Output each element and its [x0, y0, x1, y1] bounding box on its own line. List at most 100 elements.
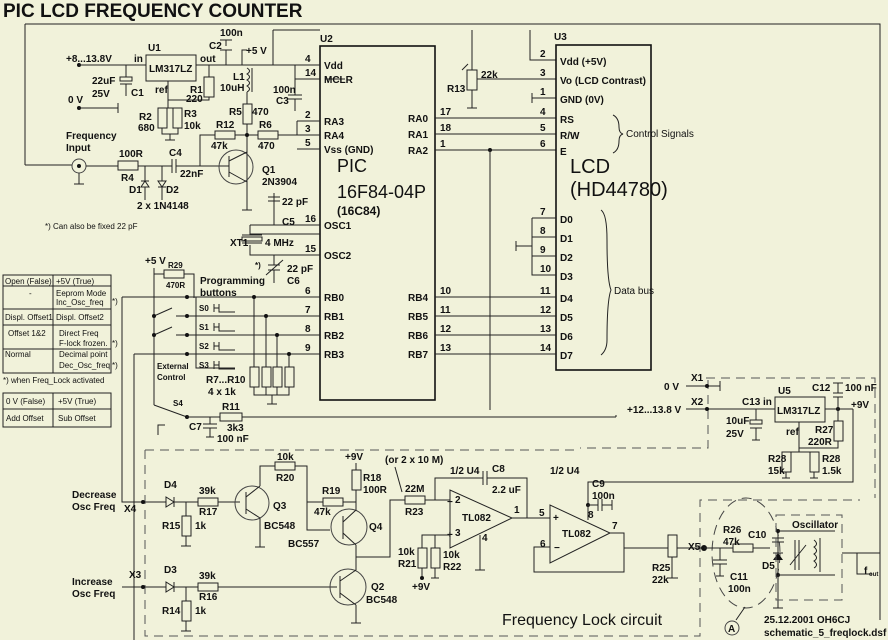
control-signals-label: Control Signals — [626, 129, 694, 140]
push-button-icon[interactable] — [213, 342, 224, 351]
c6-mark: *) — [255, 261, 261, 270]
u2-pin-num: 4 — [305, 54, 311, 65]
u3-pin-name: D5 — [560, 313, 573, 324]
q1-part: 2N3904 — [262, 177, 297, 188]
r28a-value: 15k — [768, 466, 785, 477]
r7-r10-value: 4 x 1k — [208, 387, 236, 398]
r12-ref: R12 — [216, 120, 235, 131]
u3-pin-name: D0 — [560, 215, 573, 226]
decrease-label-1: Decrease — [72, 490, 117, 501]
truth-cell: *) — [112, 297, 118, 306]
r3-ref: R3 — [184, 109, 197, 120]
external-control-2: Control — [157, 373, 185, 382]
u2-pin-num: 15 — [305, 244, 317, 255]
u2-pin-num: 7 — [305, 305, 311, 316]
r5-ref: R5 — [229, 107, 242, 118]
u2-pin-name: RA0 — [408, 114, 428, 125]
truth-cell: - — [29, 289, 32, 298]
r4-value: 100R — [119, 149, 144, 160]
switch-label: S0 — [199, 304, 209, 313]
c13-ref: C13 — [742, 397, 761, 408]
u3-pin-name: D4 — [560, 294, 573, 305]
r21-ref: R21 — [398, 559, 417, 570]
q2-part: BC548 — [366, 595, 398, 606]
r19-ref: R19 — [322, 486, 341, 497]
footer-date: 25.12.2001 OH6CJ — [764, 615, 850, 626]
u3-pin-name: D7 — [560, 351, 573, 362]
u2-pin-num: 8 — [305, 324, 311, 335]
r1-ref: R1 — [190, 85, 203, 96]
u3-pin-num: 8 — [540, 226, 546, 237]
u2-pin-name: RA4 — [324, 131, 344, 142]
r15-value: 1k — [195, 521, 207, 532]
c13-rating: 25V — [726, 429, 744, 440]
c3-value: 100n — [273, 85, 296, 96]
fout-label: f — [864, 566, 868, 577]
u3-chip-body — [555, 44, 652, 371]
oscillator-section: R26 47k C11 100n C10 D5 Oscillator f out… — [704, 497, 887, 639]
u2-pin-name: RA1 — [408, 130, 428, 141]
power-supply-u1: LM317LZ U1 in out ref +8...13.8V 0 V 22u… — [24, 23, 881, 620]
truth-cell: F-lock frozen. — [59, 339, 107, 348]
u2-pin-name: Vdd — [324, 61, 343, 72]
input-stage: Frequency Input 100R R4 C4 22nF D1 D2 2 … — [25, 120, 320, 212]
d4-ref: D4 — [164, 480, 177, 491]
push-button-icon[interactable] — [213, 361, 224, 370]
r11-value: 3k3 — [227, 423, 244, 434]
supply-input-label: +8...13.8V — [66, 54, 112, 65]
u1-regulator — [145, 54, 197, 82]
u1-part: LM317LZ — [149, 64, 192, 75]
c13-value: 10uF — [726, 416, 749, 427]
x5-ref: X5 — [688, 542, 701, 553]
d3-ref: D3 — [164, 565, 177, 576]
q3-transistor — [234, 485, 270, 521]
r26-ref: R26 — [723, 525, 742, 536]
u3-name-2: (HD44780) — [570, 179, 668, 201]
power-supply-u5: X1 X2 0 V +12...13.8 V LM317LZ U5 C13 in… — [580, 373, 877, 505]
flock-plus9-b: +9V — [412, 582, 430, 593]
r5-value: 470 — [252, 107, 269, 118]
c11-ref: C11 — [730, 572, 748, 583]
l1-ref: L1 — [233, 72, 245, 83]
marker-a-label: A — [728, 624, 735, 635]
u2-name-3: (16C84) — [337, 204, 380, 218]
u2-pin-num: 3 — [305, 124, 311, 135]
u3-pin-num: 14 — [540, 343, 552, 354]
supply2-plus9: +9V — [851, 400, 869, 411]
r23-ref: R23 — [405, 507, 424, 518]
u3-pin-num: 2 — [540, 49, 546, 60]
r14-value: 1k — [195, 606, 207, 617]
push-button-icon[interactable] — [213, 323, 224, 332]
u2-pin-num: 9 — [305, 343, 311, 354]
programming-buttons: +5 V R29 470R Programming buttons S0S1S2… — [121, 256, 617, 640]
u3-pin-num: 3 — [540, 68, 546, 79]
oscillator-title: Oscillator — [792, 520, 838, 531]
u2-pin-name: RB1 — [324, 312, 344, 323]
truth-cell: Eeprom Mode — [56, 289, 107, 298]
s4-ref: S4 — [173, 399, 183, 408]
r16-ref: R16 — [199, 592, 218, 603]
c12-value: 100 nF — [845, 383, 877, 394]
u2-pin-name: RB5 — [408, 312, 428, 323]
r2-ref: R2 — [139, 112, 152, 123]
c1-value: 22uF — [92, 76, 115, 87]
truth-cell: Dec_Osc_freq — [59, 361, 110, 370]
zero-v-label: 0 V — [68, 95, 83, 106]
freq-lock-title: Frequency Lock circuit — [502, 612, 663, 629]
push-button-icon[interactable] — [213, 304, 224, 313]
u2-pic: U2 PIC 16F84-04P (16C84) 4Vdd14MCLR2RA33… — [300, 34, 452, 401]
truth-cell: *) — [112, 361, 118, 370]
r13-ref: R13 — [447, 84, 466, 95]
c10-ref: C10 — [748, 530, 767, 541]
u2-pin-name: OSC2 — [324, 251, 352, 262]
c6-note: *) Can also be fixed 22 pF — [45, 222, 138, 231]
truth-cell: Displ. Offset2 — [56, 313, 104, 322]
decrease-label-2: Osc Freq — [72, 502, 115, 513]
offset-header-0: 0 V (False) — [6, 397, 45, 406]
u3-pin-name: E — [560, 147, 567, 158]
footer-filename: schematic_5_freqlock.dsf — [764, 628, 887, 639]
u2-pin-num: 2 — [305, 110, 311, 121]
u3-pin-name: R/W — [560, 131, 580, 142]
minus-sign: − — [554, 543, 560, 554]
